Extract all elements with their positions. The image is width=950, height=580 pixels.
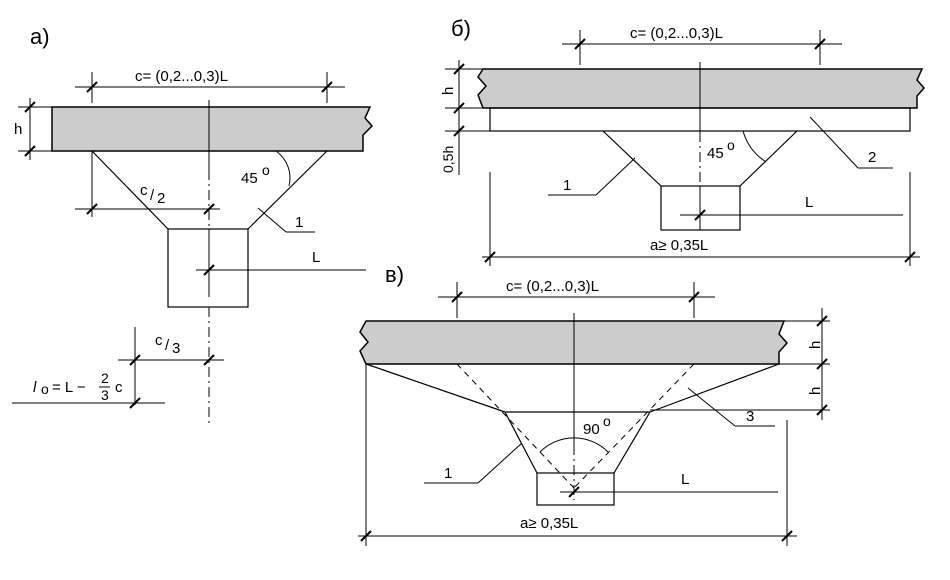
panel-a-third-c-slash: / — [165, 337, 170, 354]
panel-v-label: в) — [385, 262, 404, 287]
panel-a-dim-c-label: c= (0,2...0,3)L — [135, 68, 228, 85]
panel-v-h2: h — [807, 387, 824, 395]
panel-a-angle: 45 — [241, 170, 258, 187]
panel-a-half-c-slash: / — [150, 187, 155, 204]
panel-v-angle-deg: о — [603, 413, 611, 429]
panel-b-callout-1: 1 — [563, 177, 571, 194]
panel-v-callout-1: 1 — [444, 465, 452, 482]
panel-a-L: L — [312, 249, 320, 266]
panel-b: б) c= (0,2...0,3)L h 0,5h 45 — [440, 16, 925, 266]
panel-a-label: а) — [30, 24, 50, 49]
panel-v-a: a≥ 0,35L — [520, 515, 578, 532]
panel-v-angle: 90 — [583, 421, 600, 438]
panel-b-L: L — [805, 194, 813, 211]
panel-b-slab — [477, 68, 925, 109]
panel-b-a: a≥ 0,35L — [650, 237, 708, 254]
panel-v-dim-c-label: c= (0,2...0,3)L — [506, 278, 599, 295]
panel-v-callout-3: 3 — [746, 408, 754, 425]
panel-v: в) c= (0,2...0,3)L h h — [358, 262, 830, 546]
panel-a-half-c-top: c — [140, 182, 148, 199]
panel-a-angle-deg: о — [262, 162, 270, 178]
panel-b-half-h: 0,5h — [440, 146, 456, 173]
panel-a-column — [167, 228, 249, 308]
panel-a-l0-sub: o — [41, 381, 49, 397]
panel-b-h: h — [440, 87, 457, 95]
panel-v-L: L — [681, 471, 689, 488]
panel-b-dim-c-label: c= (0,2...0,3)L — [630, 25, 723, 42]
panel-a-l0-eq: = L − — [52, 379, 86, 396]
panel-b-angle: 45 — [707, 145, 724, 162]
panel-a-h: h — [14, 121, 22, 138]
panel-a: а) c= (0,2...0,3)L h c / 2 — [12, 24, 374, 425]
panel-a-half-c-bottom: 2 — [157, 190, 165, 207]
panel-b-callout-2: 2 — [868, 149, 876, 166]
panel-v-h1: h — [807, 341, 824, 349]
panel-a-third-c-top: c — [155, 332, 163, 349]
panel-a-l0-c: c — [115, 379, 123, 396]
panel-a-slab — [51, 106, 374, 152]
panel-a-callout-1: 1 — [295, 214, 303, 231]
panel-v-column — [536, 472, 615, 506]
panel-a-l0-l: l — [33, 379, 37, 396]
panel-b-label: б) — [451, 16, 471, 41]
panel-a-l0-frac-den: 3 — [101, 387, 109, 403]
panel-a-l0-frac-num: 2 — [101, 370, 109, 386]
panel-b-angle-deg: о — [727, 137, 735, 153]
panel-a-third-c-bottom: 3 — [172, 340, 180, 357]
